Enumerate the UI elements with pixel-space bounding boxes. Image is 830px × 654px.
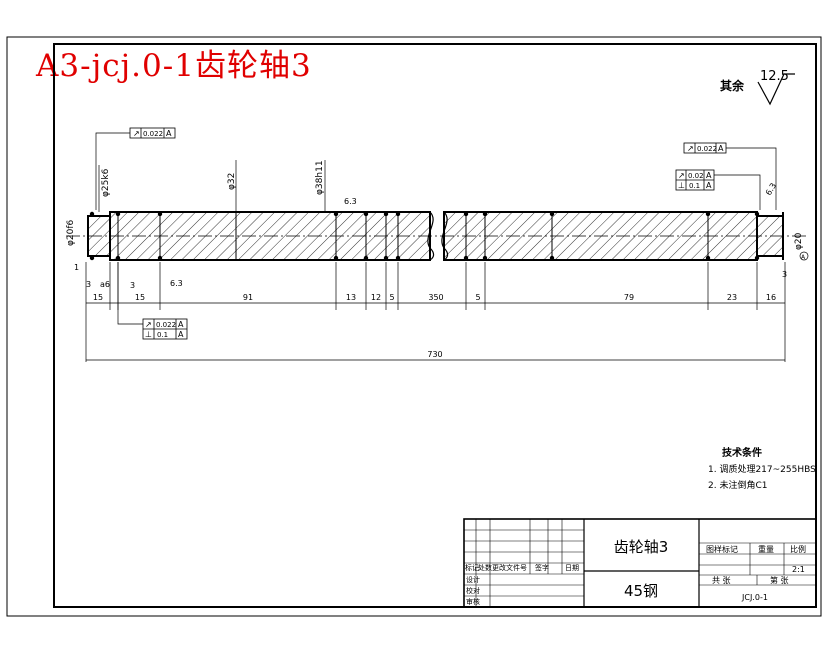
inner-border [53,43,817,608]
svg-text:2. 未注倒角C1: 2. 未注倒角C1 [708,479,767,491]
material: 45钢 [624,582,658,600]
tolerance-frame-top-left: ↗ 0.022 A [95,127,176,210]
svg-text:A: A [706,181,712,190]
dim-d3: φ38h11 [315,160,325,195]
svg-text:15: 15 [135,293,145,302]
svg-text:a6: a6 [100,280,110,289]
svg-text:日期: 日期 [565,564,579,572]
length-labels: 15 15 91 13 12 5 350 5 79 23 16 730 [93,293,776,359]
svg-text:16: 16 [766,293,776,302]
svg-text:更改文件号: 更改文件号 [492,563,527,572]
svg-text:0.022: 0.022 [697,145,717,153]
svg-text:23: 23 [727,293,737,302]
svg-text:730: 730 [427,350,442,359]
tolerance-frame-right-pair: ↗ 0.02 A ⊥ 0.1 A [675,169,761,210]
svg-text:5: 5 [475,293,480,302]
svg-text:↗: ↗ [145,320,152,329]
roughness-symbol: 其余 12.5 [720,69,795,106]
svg-text:0.02: 0.02 [688,172,704,180]
svg-text:审核: 审核 [466,597,480,606]
svg-text:A: A [801,254,806,261]
svg-text:标记: 标记 [465,563,479,572]
svg-text:0.022: 0.022 [143,130,163,138]
part-name: 齿轮轴3 [614,538,669,556]
svg-text:0.1: 0.1 [157,331,168,339]
header-stamp: A3-jcj.0-1齿轮轴3 [36,48,312,84]
svg-text:3: 3 [130,281,135,290]
svg-text:A: A [166,129,172,138]
dim-d1: φ25k6 [101,168,111,197]
dim-left-end: φ20f6 [66,219,76,246]
technical-requirements: 技术条件 1. 调质处理217~255HBS 2. 未注倒角C1 [708,446,816,491]
tolerance-frame-bottom: ↗ 0.022 A ⊥ 0.1 A [117,262,188,340]
shaft-left [87,211,431,261]
svg-text:设计: 设计 [466,575,480,584]
title-block: 标记 处数 更改文件号 签字 日期 设计 校对 审核 齿轮轴3 45钢 图样标记… [463,518,817,608]
edge-markers [89,211,760,261]
svg-text:校对: 校对 [466,586,480,595]
svg-text:1. 调质处理217~255HBS: 1. 调质处理217~255HBS [708,463,816,475]
svg-text:↗: ↗ [678,171,685,180]
svg-text:15: 15 [93,293,103,302]
svg-text:79: 79 [624,293,634,302]
svg-text:1: 1 [74,263,79,272]
svg-text:12.5: 12.5 [760,69,789,84]
svg-text:2:1: 2:1 [792,565,805,574]
svg-text:↗: ↗ [687,144,694,153]
svg-text:重量: 重量 [758,544,774,554]
break-line-left [427,211,435,261]
svg-text:A: A [718,144,724,153]
svg-text:A: A [178,320,184,329]
svg-text:处数: 处数 [478,563,492,572]
svg-text:13: 13 [346,293,356,302]
dim-right-end: φ20 [794,232,804,250]
shaft-right [443,211,784,261]
svg-text:12: 12 [371,293,381,302]
svg-text:第 张: 第 张 [770,575,789,585]
tolerance-frame-top-right: ↗ 0.022 A [683,142,777,210]
svg-text:比例: 比例 [790,544,806,554]
svg-text:91: 91 [243,293,253,302]
svg-text:签字: 签字 [535,563,549,572]
svg-text:3: 3 [782,270,787,279]
svg-text:A: A [178,330,184,339]
svg-text:3: 3 [86,280,91,289]
drawing-number: JCJ.0-1 [741,593,768,602]
svg-text:图样标记: 图样标记 [706,544,738,554]
svg-text:⊥: ⊥ [678,181,685,190]
svg-text:A: A [706,171,712,180]
svg-text:350: 350 [428,293,443,302]
svg-text:↗: ↗ [133,129,140,138]
extension-lines [85,262,786,362]
svg-text:0.022: 0.022 [156,321,176,329]
dim-d2: φ32 [227,173,237,190]
svg-text:技术条件: 技术条件 [722,446,762,459]
svg-text:6.3: 6.3 [170,279,183,288]
svg-text:5: 5 [389,293,394,302]
svg-text:6.3: 6.3 [344,197,357,206]
svg-text:⊥: ⊥ [145,330,152,339]
svg-text:0.1: 0.1 [689,182,700,190]
outer-border [6,36,822,617]
svg-text:共 张: 共 张 [712,576,731,585]
svg-text:其余: 其余 [720,78,745,93]
